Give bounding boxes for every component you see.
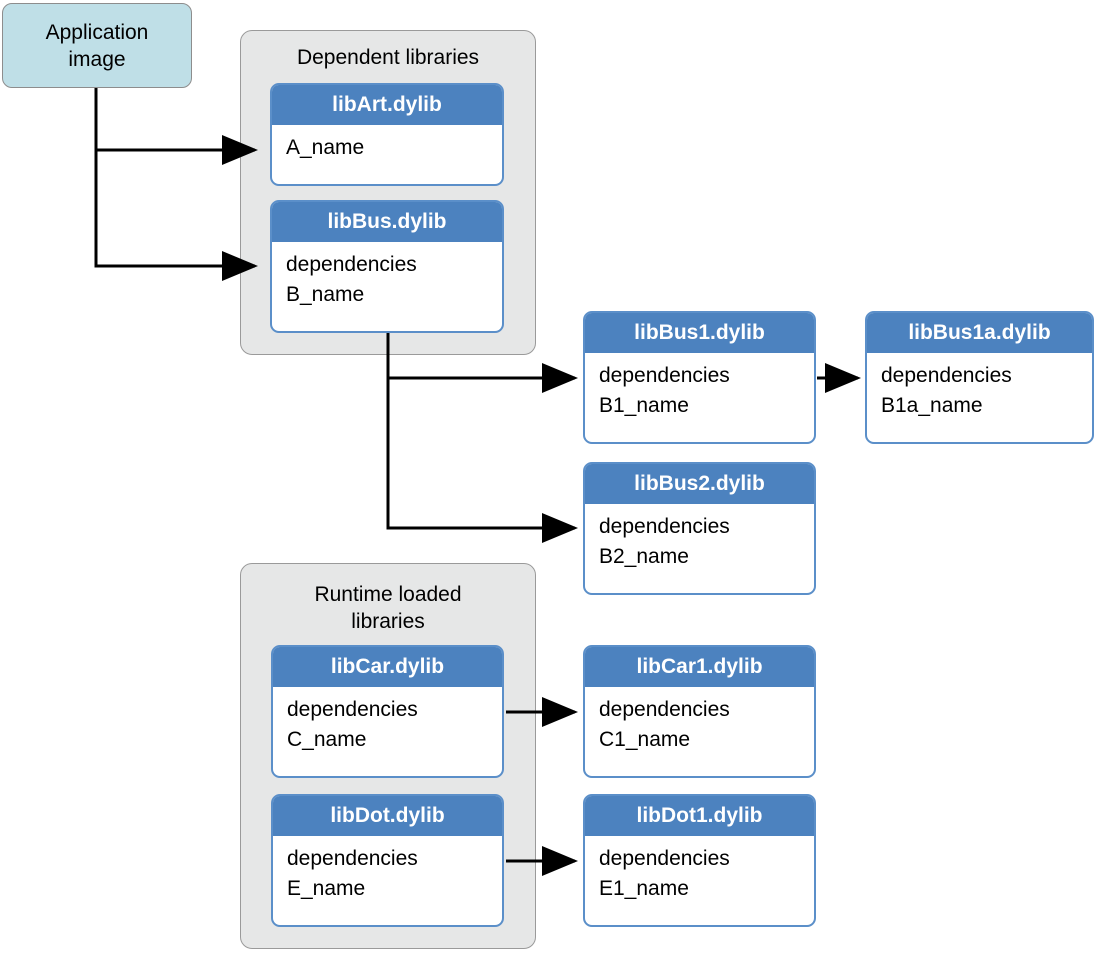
node-libbus2-title: libBus2.dylib <box>585 464 814 504</box>
node-libbus1[interactable]: libBus1.dylib dependencies B1_name <box>583 311 816 444</box>
node-libbus1-title: libBus1.dylib <box>585 313 814 353</box>
node-libcar-line-2: C_name <box>287 728 367 751</box>
node-libdot1-line-2: E1_name <box>599 877 689 900</box>
node-libcar-body: dependencies C_name <box>273 687 502 755</box>
node-libbus2-line-2: B2_name <box>599 545 689 568</box>
node-libbus[interactable]: libBus.dylib dependencies B_name <box>270 200 504 333</box>
node-libbus-title: libBus.dylib <box>272 202 502 242</box>
edge-app-to-libbus <box>94 150 258 281</box>
node-libcar-line-1: dependencies <box>287 698 418 721</box>
node-libbus1a-title: libBus1a.dylib <box>867 313 1092 353</box>
node-libcar-title: libCar.dylib <box>273 647 502 687</box>
node-libbus1a-line-1: dependencies <box>881 364 1012 387</box>
edge-libbus-to-libbus2 <box>386 378 578 543</box>
node-libbus2-body: dependencies B2_name <box>585 504 814 572</box>
node-libdot1-body: dependencies E1_name <box>585 836 814 904</box>
node-libbus1a-body: dependencies B1a_name <box>867 353 1092 421</box>
node-libdot-body: dependencies E_name <box>273 836 502 904</box>
node-libdot-line-2: E_name <box>287 877 366 900</box>
node-libbus2-line-1: dependencies <box>599 515 730 538</box>
node-libdot1[interactable]: libDot1.dylib dependencies E1_name <box>583 794 816 927</box>
node-libart-line-1: A_name <box>286 136 365 159</box>
node-libcar1-body: dependencies C1_name <box>585 687 814 755</box>
node-libcar1[interactable]: libCar1.dylib dependencies C1_name <box>583 645 816 778</box>
node-libdot1-line-1: dependencies <box>599 847 730 870</box>
node-libdot-title: libDot.dylib <box>273 796 502 836</box>
node-libbus-body: dependencies B_name <box>272 242 502 310</box>
group-title-runtime-loaded-libraries: Runtime loaded libraries <box>314 583 462 633</box>
node-libcar[interactable]: libCar.dylib dependencies C_name <box>271 645 504 778</box>
node-libbus1a-line-2: B1a_name <box>881 394 983 417</box>
node-libbus1a[interactable]: libBus1a.dylib dependencies B1a_name <box>865 311 1094 444</box>
node-libbus1-line-2: B1_name <box>599 394 689 417</box>
node-libdot[interactable]: libDot.dylib dependencies E_name <box>271 794 504 927</box>
node-libcar1-line-2: C1_name <box>599 728 691 751</box>
application-image-box[interactable]: Application image <box>2 3 192 88</box>
node-libart[interactable]: libArt.dylib A_name <box>270 83 504 186</box>
node-libdot-line-1: dependencies <box>287 847 418 870</box>
node-libcar1-line-1: dependencies <box>599 698 730 721</box>
node-libbus1-line-1: dependencies <box>599 364 730 387</box>
group-title-dependent-libraries: Dependent libraries <box>296 46 480 69</box>
edge-app-to-libart <box>94 88 258 165</box>
node-libdot1-title: libDot1.dylib <box>585 796 814 836</box>
node-libcar1-title: libCar1.dylib <box>585 647 814 687</box>
node-libart-title: libArt.dylib <box>272 85 502 125</box>
node-libbus1-body: dependencies B1_name <box>585 353 814 421</box>
application-image-label: Application image <box>45 20 149 71</box>
node-libbus2[interactable]: libBus2.dylib dependencies B2_name <box>583 462 816 595</box>
node-libbus-line-2: B_name <box>286 283 365 306</box>
node-libbus-line-1: dependencies <box>286 253 417 276</box>
node-libart-body: A_name <box>272 125 502 163</box>
